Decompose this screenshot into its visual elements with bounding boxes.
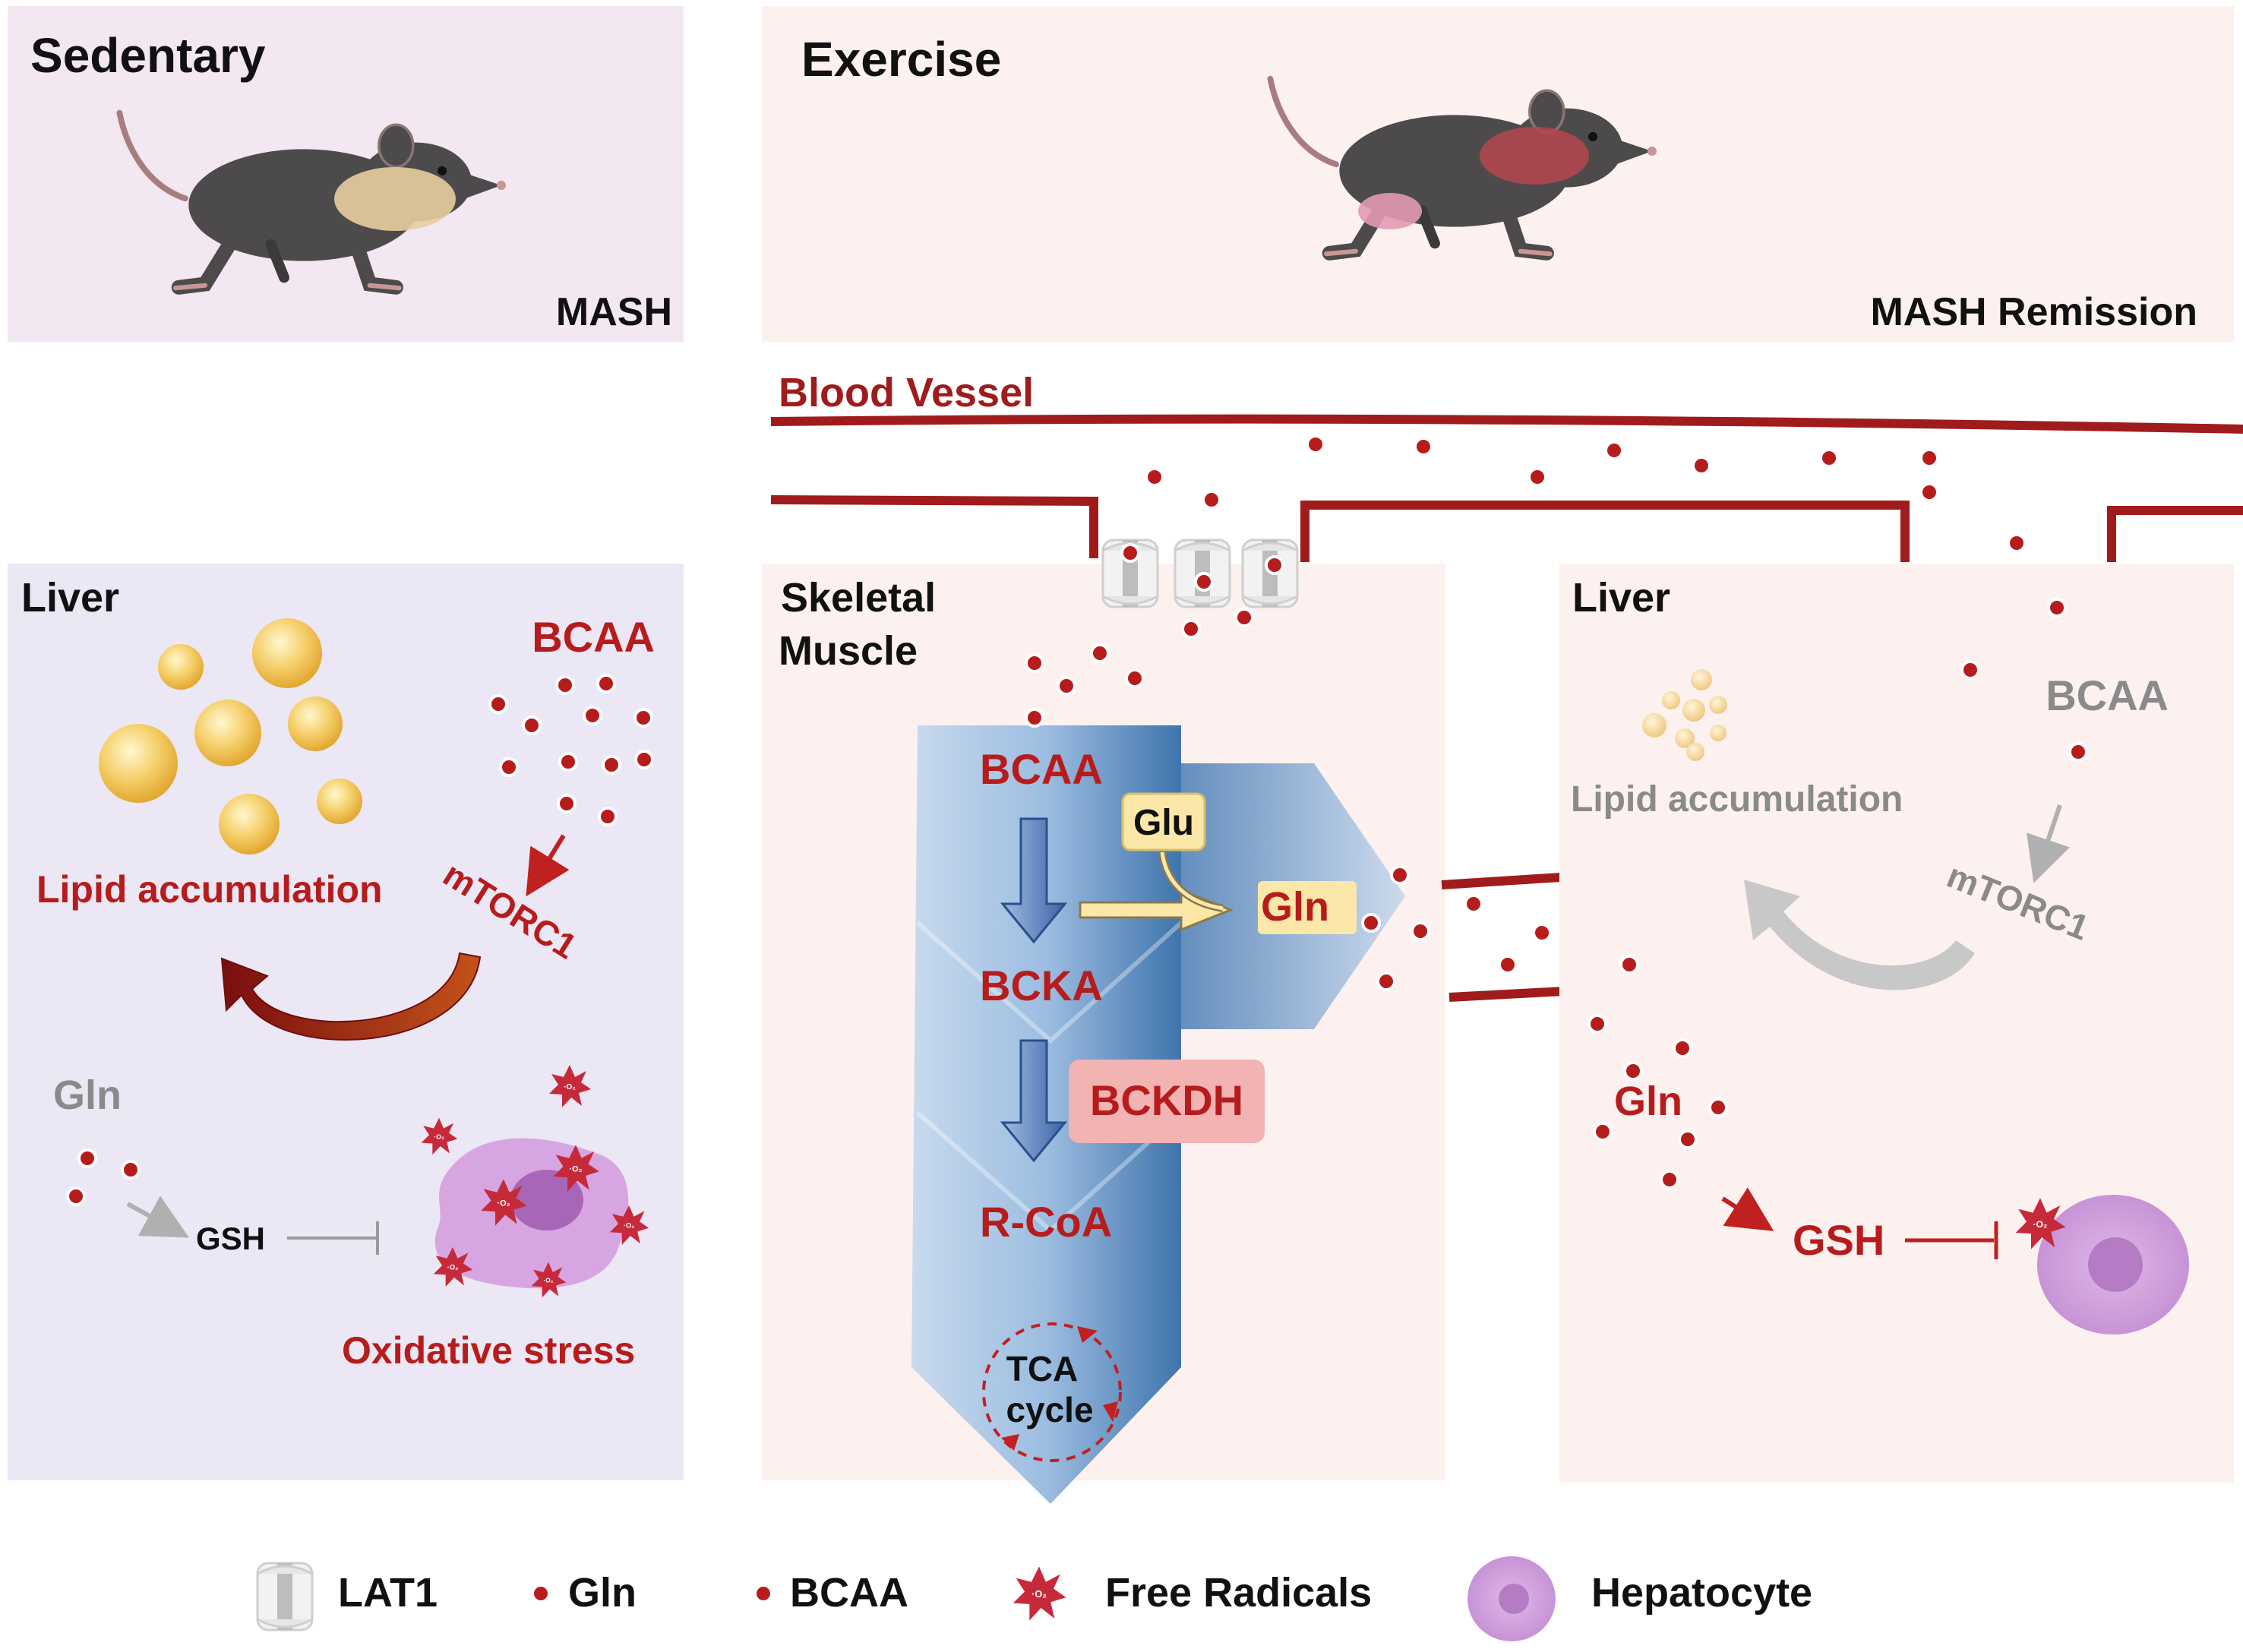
legend-hepatocyte-label: Hepatocyte: [1591, 1570, 1812, 1616]
liver-sedentary-title: Liver: [21, 575, 119, 621]
gln-dot-icon: [531, 1584, 551, 1603]
gln-gray-label: Gln: [53, 1072, 122, 1118]
legend-radicals: Free Radicals: [1013, 1566, 1372, 1621]
legend: LAT1 Gln BCAA Free Radicals Hepatocyte: [256, 1556, 1812, 1641]
lipid-droplet-icon: [99, 618, 362, 854]
exercise-panel: Exercise MASH Remission: [762, 6, 2234, 342]
lat1-transporter-icon: [256, 1562, 314, 1631]
gln-dots-right: [1587, 955, 1728, 1189]
capillary: [1361, 865, 1565, 1002]
bcaa-dot-icon: [753, 1584, 773, 1603]
glu-box: [1121, 792, 1206, 851]
legend-lat1-label: LAT1: [338, 1570, 438, 1616]
gln-dots: [66, 1148, 141, 1206]
muscle-gln-label: Gln: [1261, 884, 1329, 930]
blood-vessel-label: Blood Vessel: [779, 370, 1034, 415]
glu-label: Glu: [1133, 803, 1194, 843]
gln-to-gsh-red-arrow: [1721, 1187, 1774, 1231]
legend-radicals-label: Free Radicals: [1105, 1570, 1372, 1616]
sedentary-title: Sedentary: [30, 28, 266, 83]
free-radical-icon: [1013, 1566, 1066, 1621]
legend-lat1: LAT1: [256, 1562, 438, 1631]
mouse-icon: [119, 113, 506, 289]
bcaa-gray-label: BCAA: [2046, 671, 2169, 719]
tca-line2: cycle: [1006, 1390, 1093, 1429]
bcaa-to-mtorc1-gray-arrow: [2027, 804, 2070, 883]
muscle-title-line1: Skeletal: [781, 575, 936, 621]
skeletal-muscle-panel: Skeletal Muscle BCAA Glu Gln BCKA BCKDH …: [762, 467, 1445, 1504]
blood-vessel: Blood Vessel: [770, 370, 2243, 562]
gsh-red-label: GSH: [1793, 1216, 1884, 1264]
bckdh-label: BCKDH: [1090, 1076, 1243, 1124]
mouse-icon: [1270, 79, 1657, 254]
tca-cycle: TCA cycle: [982, 1322, 1122, 1462]
bcaa-dots: [488, 674, 654, 826]
legend-bcaa-label: BCAA: [790, 1570, 908, 1616]
oxidative-stress-label: Oxidative stress: [342, 1329, 635, 1372]
legend-bcaa: BCAA: [753, 1570, 908, 1616]
legend-gln: Gln: [531, 1570, 637, 1616]
liver-exercise-title: Liver: [1572, 575, 1670, 621]
vessel-dots: [1306, 434, 2027, 553]
bcaa-label: BCAA: [532, 613, 655, 661]
gln-box: [1258, 881, 1357, 934]
muscle-bcaa-label: BCAA: [980, 745, 1103, 793]
bcaa-dots-right: [1960, 598, 2088, 762]
hepatocyte-icon: [2037, 1195, 2189, 1335]
legend-hepatocyte: Hepatocyte: [1467, 1556, 1812, 1641]
rcoa-label: R-CoA: [980, 1198, 1112, 1246]
gln-right-label: Gln: [1614, 1079, 1682, 1124]
exercise-status: MASH Remission: [1870, 290, 2197, 334]
bcka-label: BCKA: [980, 962, 1103, 1009]
mtorc1-to-lipid-gray-arrow: [1744, 880, 1975, 990]
gsh-label: GSH: [196, 1221, 265, 1256]
liver-sedentary-panel: Liver BCAA Lipid accumulation: [8, 564, 684, 1480]
sedentary-panel: Sedentary MASH: [8, 6, 684, 342]
bckdh-box: [1069, 1060, 1265, 1143]
lipid-accumulation-gray-label: Lipid accumulation: [1571, 779, 1903, 820]
lipid-droplet-icon: [1642, 669, 1727, 761]
mtorc1-to-lipid-curved-arrow: [220, 952, 482, 1041]
liver-exercise-panel: Liver BCAA Lipid accumulation mTORC1: [1559, 564, 2234, 1483]
muscle-bcaa-dots: [1025, 467, 1284, 728]
bcaa-to-bcka-arrow: [1000, 817, 1068, 944]
gln-to-gsh-arrow: [126, 1196, 190, 1238]
muscle-title-line2: Muscle: [779, 628, 918, 674]
lipid-accumulation-label: Lipid accumulation: [36, 868, 383, 911]
bcka-to-rcoa-arrow: [1000, 1039, 1068, 1163]
exercise-title: Exercise: [801, 32, 1001, 87]
tca-line1: TCA: [1006, 1349, 1079, 1388]
sedentary-status: MASH: [556, 290, 672, 334]
legend-gln-label: Gln: [568, 1570, 637, 1616]
bcaa-to-mtorc1-arrow: [526, 834, 570, 897]
